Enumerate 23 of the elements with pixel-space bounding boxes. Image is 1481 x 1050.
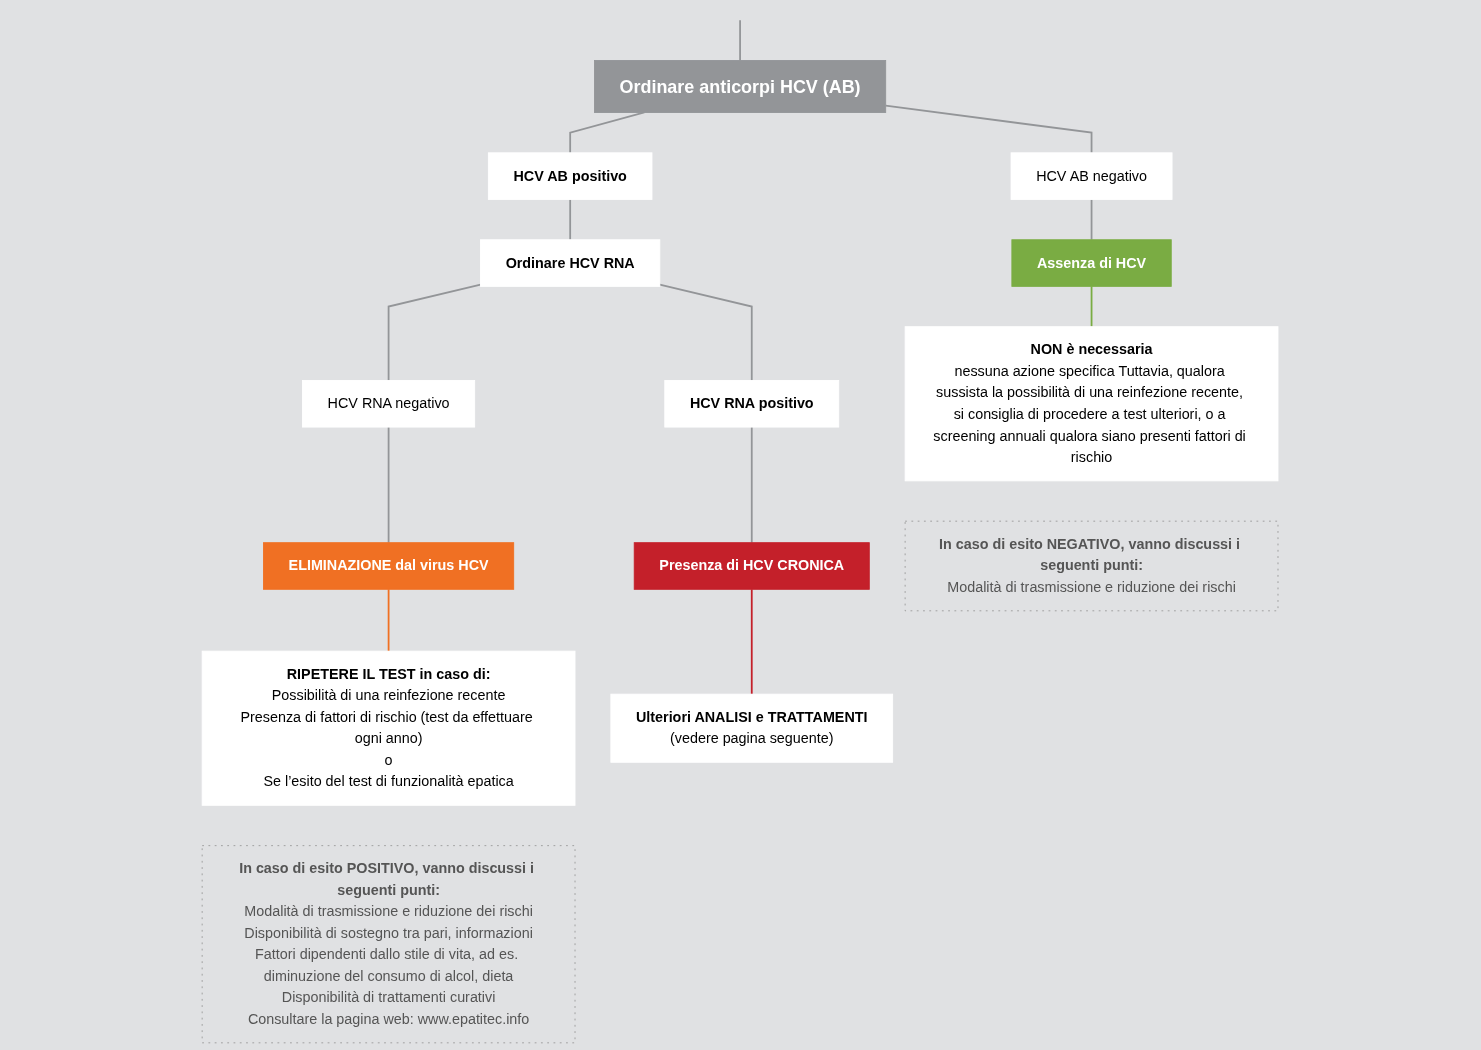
- connector: [739, 19, 742, 62]
- connector: [388, 283, 482, 382]
- connector: [1091, 198, 1093, 241]
- connector: [388, 588, 390, 653]
- node-box: Ulteriori ANALISI e TRATTAMENTI (vedere pagina seguente): [610, 693, 894, 763]
- node-box: Presenza di HCV CRONICA: [634, 542, 871, 590]
- node-box: HCV RNA negativo: [302, 380, 476, 428]
- connector: [885, 104, 1093, 154]
- node-box: HCV AB negativo: [1011, 152, 1173, 200]
- node-box: Assenza di HCV: [1011, 239, 1173, 287]
- node-box: RIPETERE IL TEST in caso di: Possibilità di una reinfezione recente Presenza di fattori di rischio (test da effettuare ogni anno) o Se l’esito del test di funzionalità epatica: [202, 650, 576, 806]
- connector: [569, 198, 572, 241]
- node-box: ELIMINAZIONE dal virus HCV: [263, 542, 515, 590]
- connector: [388, 426, 390, 544]
- connector: [1091, 285, 1093, 328]
- connector: [751, 426, 754, 544]
- connector: [751, 588, 754, 696]
- node-box: Ordinare HCV RNA: [480, 239, 661, 287]
- node-box: Ordinare anticorpi HCV (AB): [594, 60, 887, 113]
- node-box: NON è necessaria nessuna azione specifica Tuttavia, qualora sussista la possibilità di una reinfezione recente, si consiglia di procedere a test ulteriori, o a screening annuali qualora siano presenti fattori di rischio: [905, 326, 1279, 482]
- connector: [659, 283, 754, 382]
- node-box: HCV AB positivo: [488, 152, 653, 200]
- node-box: HCV RNA positivo: [664, 380, 840, 428]
